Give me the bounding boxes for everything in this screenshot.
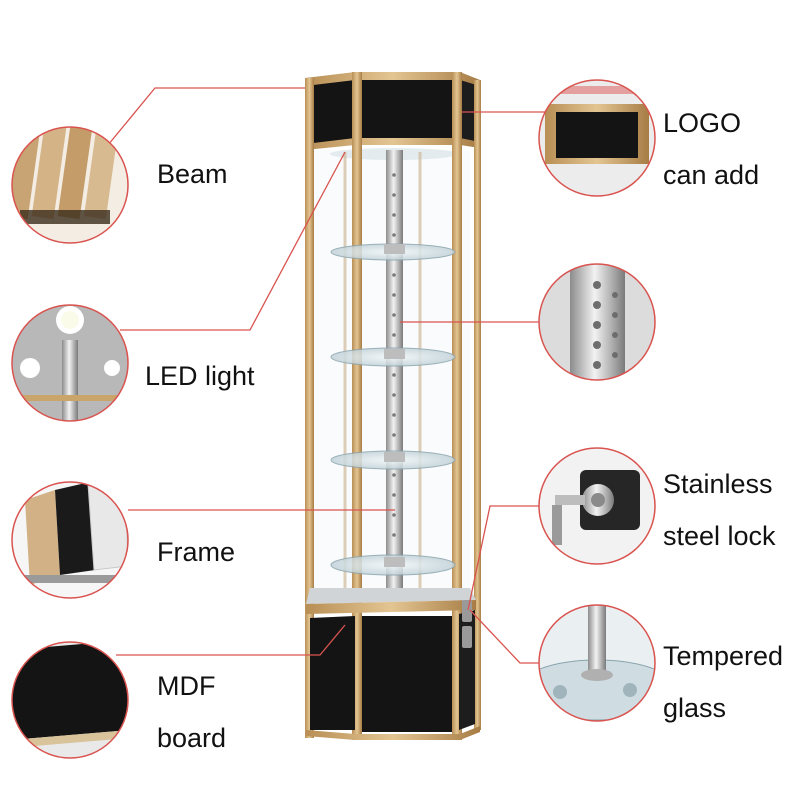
perforated-pole-detail-photo (538, 263, 656, 381)
top-panel-right (459, 76, 478, 144)
tempered-glass-label: Tempered glass (663, 641, 784, 723)
frame-post-left (305, 78, 314, 738)
led-light-label: LED light (145, 361, 255, 391)
frame-post-mid-left (352, 72, 362, 740)
top-panel-front (362, 76, 452, 140)
frame-post-right (474, 80, 481, 730)
glass-shelves (330, 243, 456, 576)
frame-label: Frame (157, 537, 236, 567)
callout-lines (107, 87, 545, 664)
beam-label: Beam (157, 159, 228, 189)
display-cabinet (305, 72, 481, 740)
frame-detail-photo (11, 481, 129, 599)
base-panel-front (362, 616, 452, 732)
lock-detail-photo (538, 447, 656, 565)
beam-detail-photo (11, 126, 129, 244)
mdf-board-label: MDF board (157, 671, 227, 753)
logo-panel-detail-photo (538, 79, 656, 197)
top-panel-left (308, 76, 355, 146)
tempered-glass-detail-photo (538, 604, 656, 722)
base-panel-left (310, 616, 355, 730)
stainless-lock-label: Stainless steel lock (663, 469, 776, 551)
logo-label: LOGO can add (663, 108, 760, 190)
frame-post-mid-right (452, 72, 462, 740)
led-light-detail-photo (11, 304, 129, 422)
mdf-board-detail-photo (11, 641, 129, 759)
